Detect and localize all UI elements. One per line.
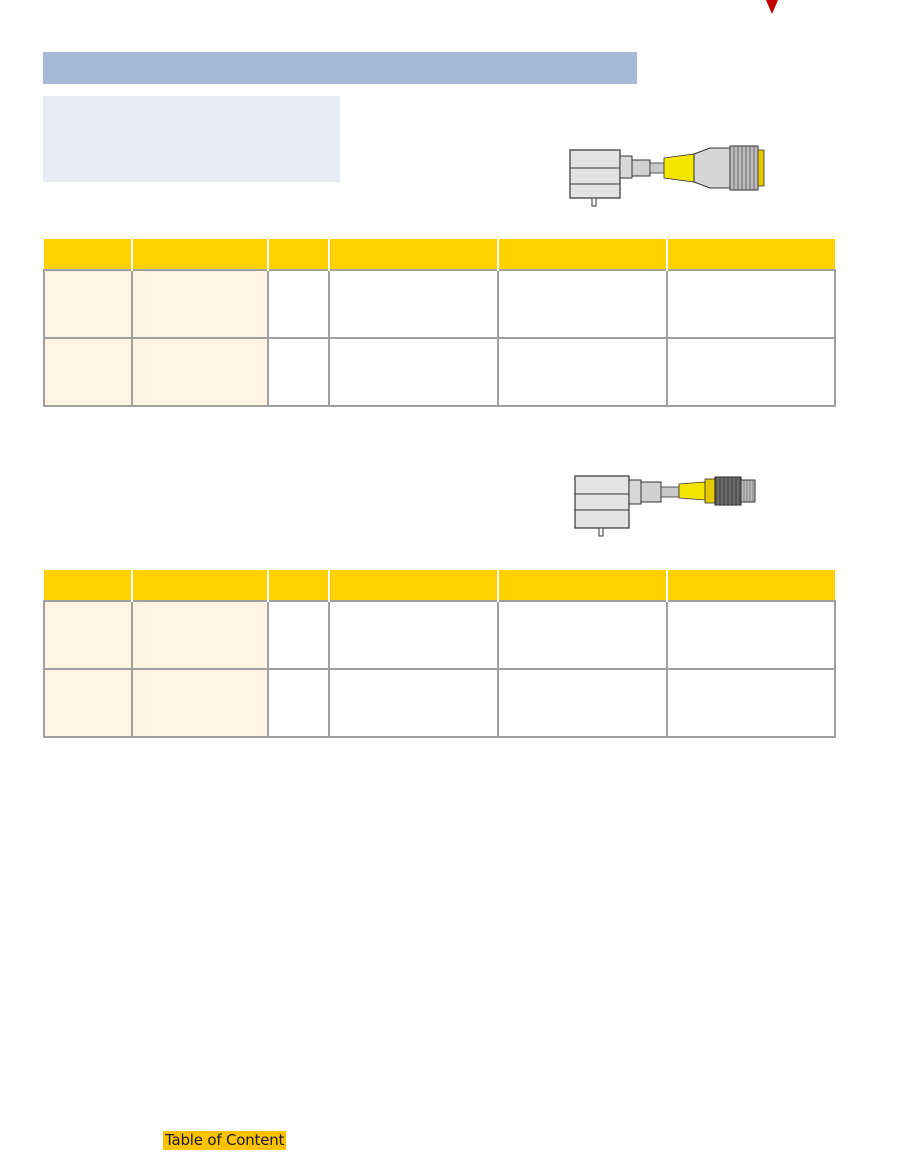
table-header-cell xyxy=(267,570,329,601)
table-cell xyxy=(497,600,668,670)
table-cell xyxy=(131,269,269,339)
table-header-cell xyxy=(267,239,329,270)
table-row xyxy=(43,337,836,407)
table-header-cell xyxy=(44,570,132,601)
table-cell xyxy=(43,269,133,339)
table-cell xyxy=(666,337,836,407)
table-cell xyxy=(43,337,133,407)
table-row xyxy=(43,269,836,339)
table-cell xyxy=(43,600,133,670)
table-cell xyxy=(43,668,133,738)
table-cell xyxy=(497,668,668,738)
table-cell xyxy=(497,337,668,407)
table-cell xyxy=(267,600,330,670)
info-box xyxy=(43,96,340,182)
table-of-content-link[interactable]: Table of Content xyxy=(163,1131,287,1150)
table-cell xyxy=(666,668,836,738)
table-cell xyxy=(666,269,836,339)
table-cell xyxy=(328,269,499,339)
table-cell xyxy=(328,668,499,738)
table-header-cell xyxy=(44,239,132,270)
table-header-cell xyxy=(497,239,667,270)
table-header-cell xyxy=(131,239,268,270)
table-header-cell xyxy=(328,239,498,270)
table-header-cell xyxy=(328,570,498,601)
table-header-cell xyxy=(131,570,268,601)
cordset-male-connector-image xyxy=(574,475,756,537)
table-cell xyxy=(267,269,330,339)
table-cell xyxy=(131,337,269,407)
table-header-row xyxy=(44,570,835,601)
table-cell xyxy=(328,600,499,670)
table-row xyxy=(43,668,836,738)
table-header-row xyxy=(44,239,835,270)
table-row xyxy=(43,600,836,670)
page-marker-icon xyxy=(766,0,778,14)
table-header-cell xyxy=(497,570,667,601)
table-cell xyxy=(131,668,269,738)
spec-table-2 xyxy=(43,570,836,738)
cordset-female-connector-image xyxy=(569,145,765,207)
table-header-cell xyxy=(666,239,835,270)
table-cell xyxy=(666,600,836,670)
table-cell xyxy=(497,269,668,339)
table-cell xyxy=(267,668,330,738)
spec-table-1 xyxy=(43,239,836,407)
section-title-bar xyxy=(43,52,637,84)
table-cell xyxy=(267,337,330,407)
table-cell xyxy=(328,337,499,407)
table-cell xyxy=(131,600,269,670)
table-header-cell xyxy=(666,570,835,601)
